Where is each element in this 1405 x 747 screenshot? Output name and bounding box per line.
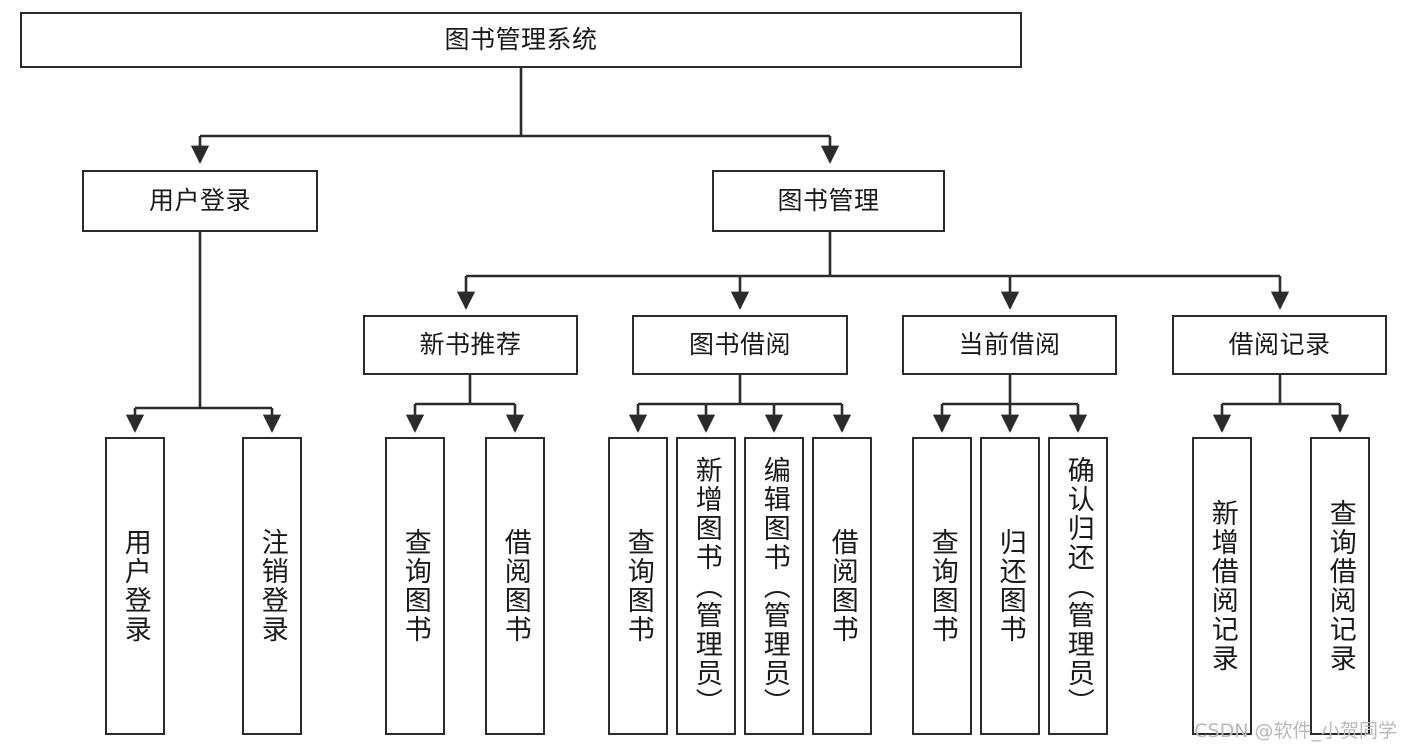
leaf-user-login-login[interactable]: 用户登录 xyxy=(105,437,165,735)
node-label: 借阅记录 xyxy=(1228,330,1331,359)
node-book-management[interactable]: 图书管理 xyxy=(712,170,945,232)
node-current-borrow[interactable]: 当前借阅 xyxy=(902,315,1117,375)
node-root-system[interactable]: 图书管理系统 xyxy=(20,12,1022,68)
node-book-borrow[interactable]: 图书借阅 xyxy=(632,315,848,375)
node-label: 归还图书 xyxy=(994,528,1026,644)
node-label: 新书推荐 xyxy=(419,330,522,359)
node-label: 注销登录 xyxy=(256,528,288,644)
leaf-borrow-record-query[interactable]: 查询借阅记录 xyxy=(1310,437,1370,735)
node-label: 编辑图书（管理员） xyxy=(758,455,790,717)
node-label: 当前借阅 xyxy=(958,330,1061,359)
leaf-book-borrow-add[interactable]: 新增图书（管理员） xyxy=(676,437,736,735)
leaf-book-borrow-query[interactable]: 查询图书 xyxy=(608,437,668,735)
node-label: 借阅图书 xyxy=(826,528,858,644)
leaf-borrow-record-add[interactable]: 新增借阅记录 xyxy=(1192,437,1252,735)
node-label: 图书管理 xyxy=(777,186,880,215)
leaf-current-borrow-query[interactable]: 查询图书 xyxy=(912,437,972,735)
node-user-login[interactable]: 用户登录 xyxy=(82,170,318,232)
node-label: 查询图书 xyxy=(926,528,958,644)
csdn-watermark: CSDN @软件_小贺同学 xyxy=(1194,720,1397,742)
node-label: 借阅图书 xyxy=(499,528,531,644)
leaf-new-book-borrow[interactable]: 借阅图书 xyxy=(485,437,545,735)
leaf-new-book-query[interactable]: 查询图书 xyxy=(385,437,445,735)
node-borrow-record[interactable]: 借阅记录 xyxy=(1172,315,1387,375)
node-label: 新增借阅记录 xyxy=(1206,499,1238,673)
node-label: 图书管理系统 xyxy=(444,25,598,54)
leaf-current-borrow-return[interactable]: 归还图书 xyxy=(980,437,1040,735)
leaf-book-borrow-borrow[interactable]: 借阅图书 xyxy=(812,437,872,735)
node-label: 新增图书（管理员） xyxy=(690,455,722,717)
node-label: 确认归还（管理员） xyxy=(1062,455,1094,717)
leaf-current-borrow-confirm-return[interactable]: 确认归还（管理员） xyxy=(1048,437,1108,735)
node-label: 查询图书 xyxy=(622,528,654,644)
node-label: 查询借阅记录 xyxy=(1324,499,1356,673)
node-new-book-recommend[interactable]: 新书推荐 xyxy=(363,315,578,375)
leaf-user-login-logout[interactable]: 注销登录 xyxy=(242,437,302,735)
node-label: 用户登录 xyxy=(119,528,151,644)
node-label: 查询图书 xyxy=(399,528,431,644)
node-label: 图书借阅 xyxy=(688,330,791,359)
node-label: 用户登录 xyxy=(148,186,251,215)
leaf-book-borrow-edit[interactable]: 编辑图书（管理员） xyxy=(744,437,804,735)
